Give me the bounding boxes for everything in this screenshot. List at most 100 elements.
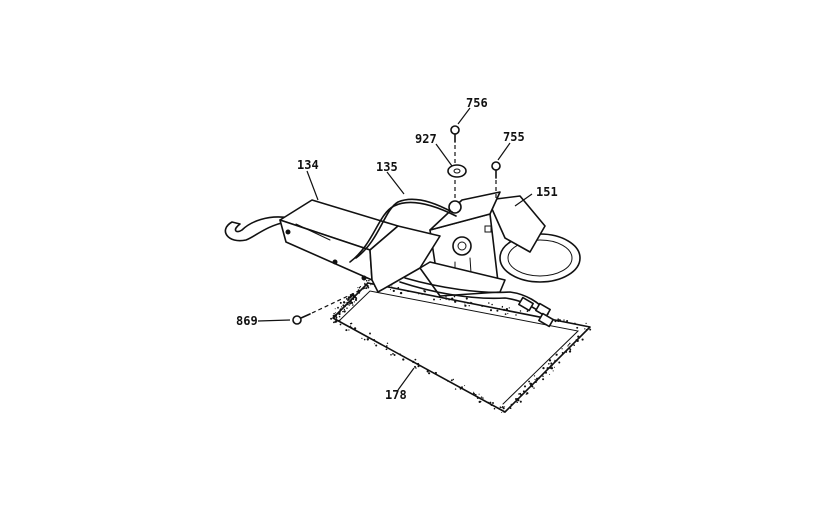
- pad-speckle: [472, 392, 475, 395]
- label-869: 869: [236, 314, 258, 328]
- pad-speckle: [347, 304, 349, 306]
- pad-speckle: [500, 407, 502, 409]
- pad-speckle: [504, 406, 506, 408]
- pad-speckle: [536, 377, 539, 380]
- pad-speckle: [339, 308, 342, 311]
- pad-speckle: [385, 345, 388, 347]
- pad-speckle: [352, 304, 354, 306]
- pad-speckle: [342, 310, 344, 313]
- pad-speckle: [518, 393, 520, 395]
- pad-speckle: [478, 393, 480, 395]
- pad-speckle: [526, 392, 529, 395]
- pad-speckle: [526, 310, 529, 312]
- pad-speckle: [359, 285, 362, 288]
- pad-speckle: [569, 348, 572, 351]
- pad-speckle: [504, 313, 507, 315]
- pad-speckle: [352, 295, 354, 298]
- pad-speckle: [353, 301, 355, 303]
- pad-speckle: [554, 320, 557, 323]
- pad-speckle: [509, 407, 512, 410]
- pad-speckle: [348, 304, 350, 306]
- label-756: 756: [466, 96, 488, 110]
- pad-speckle: [473, 391, 475, 393]
- pad-speckle: [567, 345, 569, 347]
- pad-speckle: [421, 293, 423, 295]
- pad-speckle: [585, 322, 587, 325]
- pad-speckle: [344, 302, 346, 304]
- pad-speckle: [423, 290, 425, 292]
- pad-speckle: [530, 384, 533, 387]
- pad-speckle: [357, 287, 359, 289]
- pad-speckle: [534, 380, 537, 384]
- pad-speckle: [454, 300, 457, 303]
- pad-speckle: [566, 319, 569, 323]
- pad-speckle: [544, 371, 548, 374]
- pad-speckle: [346, 307, 348, 309]
- pad-speckle: [392, 289, 395, 293]
- pad-speckle: [338, 311, 340, 313]
- pad-speckle: [344, 305, 346, 308]
- pad-speckle: [333, 316, 335, 319]
- pad-speckle: [452, 378, 454, 381]
- pad-speckle: [447, 380, 449, 382]
- pad-speckle: [464, 385, 466, 387]
- pad-speckle: [573, 344, 575, 346]
- pad-speckle: [343, 310, 346, 313]
- pad-speckle: [503, 411, 505, 413]
- pad-speckle: [519, 310, 522, 312]
- pad-speckle: [338, 312, 341, 316]
- pad-speckle: [536, 380, 538, 382]
- pad-speckle: [403, 356, 405, 358]
- pad-speckle: [397, 286, 400, 289]
- pad-speckle: [451, 297, 454, 300]
- pad-speckle: [415, 367, 417, 369]
- pad-speckle: [542, 366, 545, 370]
- pad-speckle: [433, 298, 435, 301]
- pad-speckle: [351, 326, 353, 328]
- pad-speckle: [399, 291, 403, 295]
- pad-speckle: [340, 306, 343, 308]
- pad-speckle: [549, 373, 551, 375]
- pad-speckle: [467, 302, 469, 304]
- pad-speckle: [335, 312, 337, 314]
- pad-speckle: [507, 313, 509, 315]
- pad-speckle: [470, 301, 472, 303]
- pad-speckle: [576, 339, 579, 343]
- pad-speckle: [407, 290, 410, 293]
- pad-speckle: [339, 323, 342, 326]
- pad-speckle: [367, 339, 369, 341]
- pad-speckle: [454, 388, 457, 390]
- insulation-pad: [330, 279, 592, 414]
- pad-speckle: [373, 343, 375, 345]
- pad-speckle: [390, 353, 392, 356]
- pad-speckle: [335, 316, 337, 319]
- pad-speckle: [496, 309, 499, 312]
- pad-speckle: [330, 317, 333, 320]
- pad-speckle: [414, 358, 417, 361]
- pad-speckle: [501, 306, 504, 308]
- pad-speckle: [358, 291, 361, 294]
- pad-speckle: [468, 305, 470, 307]
- pad-speckle: [412, 360, 415, 364]
- label-927: 927: [415, 132, 437, 146]
- pad-speckle: [361, 337, 363, 340]
- pad-speckle: [334, 308, 336, 310]
- pad-speckle: [471, 302, 473, 304]
- pad-speckle: [489, 309, 493, 312]
- pad-speckle: [558, 319, 561, 322]
- pad-speckle: [519, 400, 522, 403]
- label-135: 135: [376, 160, 398, 174]
- pad-speckle: [533, 387, 535, 389]
- pad-speckle: [584, 328, 586, 330]
- pad-speckle: [445, 297, 448, 300]
- pad-speckle: [389, 289, 392, 291]
- pad-speckle: [493, 407, 496, 410]
- pad-speckle: [368, 279, 370, 282]
- pad-speckle: [450, 379, 453, 382]
- pad-speckle: [490, 404, 492, 407]
- pad-speckle: [474, 393, 477, 396]
- pad-speckle: [501, 411, 503, 414]
- pad-speckle: [533, 375, 536, 377]
- pad-speckle: [522, 390, 525, 393]
- pad-speckle: [334, 314, 337, 317]
